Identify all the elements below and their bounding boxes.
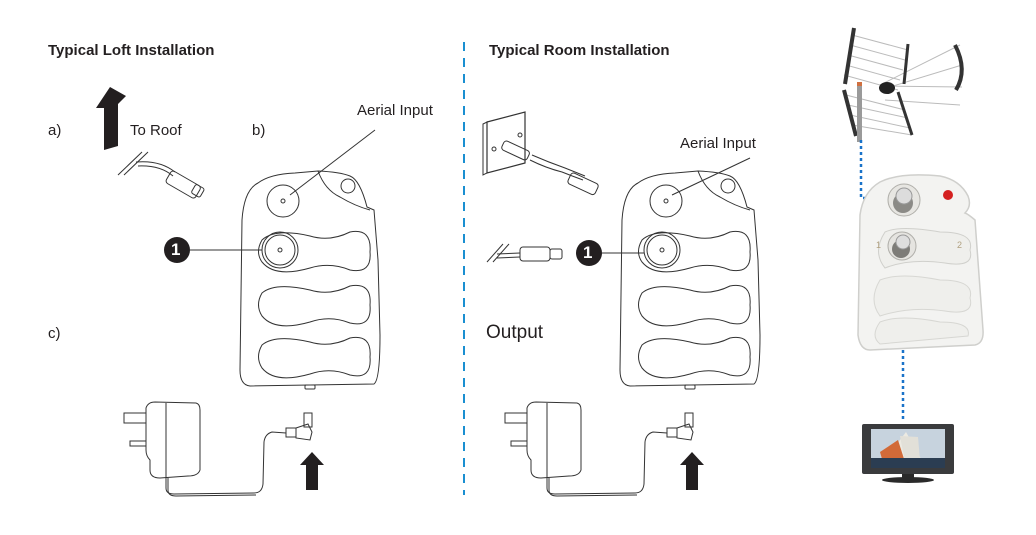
room-aerial-input-label: Aerial Input bbox=[680, 135, 756, 152]
to-roof-arrow-icon bbox=[96, 87, 126, 150]
loft-marker-circle bbox=[164, 237, 190, 263]
booster-port-1-label: 1 bbox=[876, 240, 881, 250]
loft-aerial-input-label: Aerial Input bbox=[357, 102, 433, 119]
loft-power-adapter-icon bbox=[123, 401, 313, 497]
loft-booster-unit bbox=[239, 170, 381, 390]
room-marker-number: 1 bbox=[583, 243, 593, 262]
to-roof-label: To Roof bbox=[130, 122, 182, 139]
room-marker-circle bbox=[576, 240, 602, 266]
room-output-label: Output bbox=[486, 322, 544, 343]
step-c-label: c) bbox=[48, 325, 61, 342]
step-b-label: b) bbox=[252, 122, 266, 139]
loft-aerial-input-leader bbox=[289, 129, 376, 196]
step-a-label: a) bbox=[48, 122, 62, 139]
loft-aerial-cable-icon bbox=[117, 151, 205, 199]
room-output-cable-icon bbox=[486, 243, 563, 263]
room-aerial-input-leader bbox=[671, 157, 751, 196]
booster-port-2-label: 2 bbox=[957, 240, 962, 250]
loft-marker-number: 1 bbox=[171, 240, 181, 259]
booster-photo bbox=[857, 174, 984, 351]
room-installation-title: Typical Room Installation bbox=[489, 42, 670, 59]
room-booster-unit bbox=[619, 170, 761, 390]
television-icon bbox=[862, 424, 954, 483]
room-plug-in-arrow-icon bbox=[680, 452, 704, 490]
wall-socket-icon bbox=[482, 111, 599, 196]
antenna-to-booster-connector bbox=[859, 140, 905, 200]
tv-aerial-antenna-icon bbox=[842, 27, 964, 142]
loft-installation-title: Typical Loft Installation bbox=[48, 42, 215, 59]
room-power-adapter-icon bbox=[504, 401, 694, 497]
loft-plug-in-arrow-icon bbox=[300, 452, 324, 490]
